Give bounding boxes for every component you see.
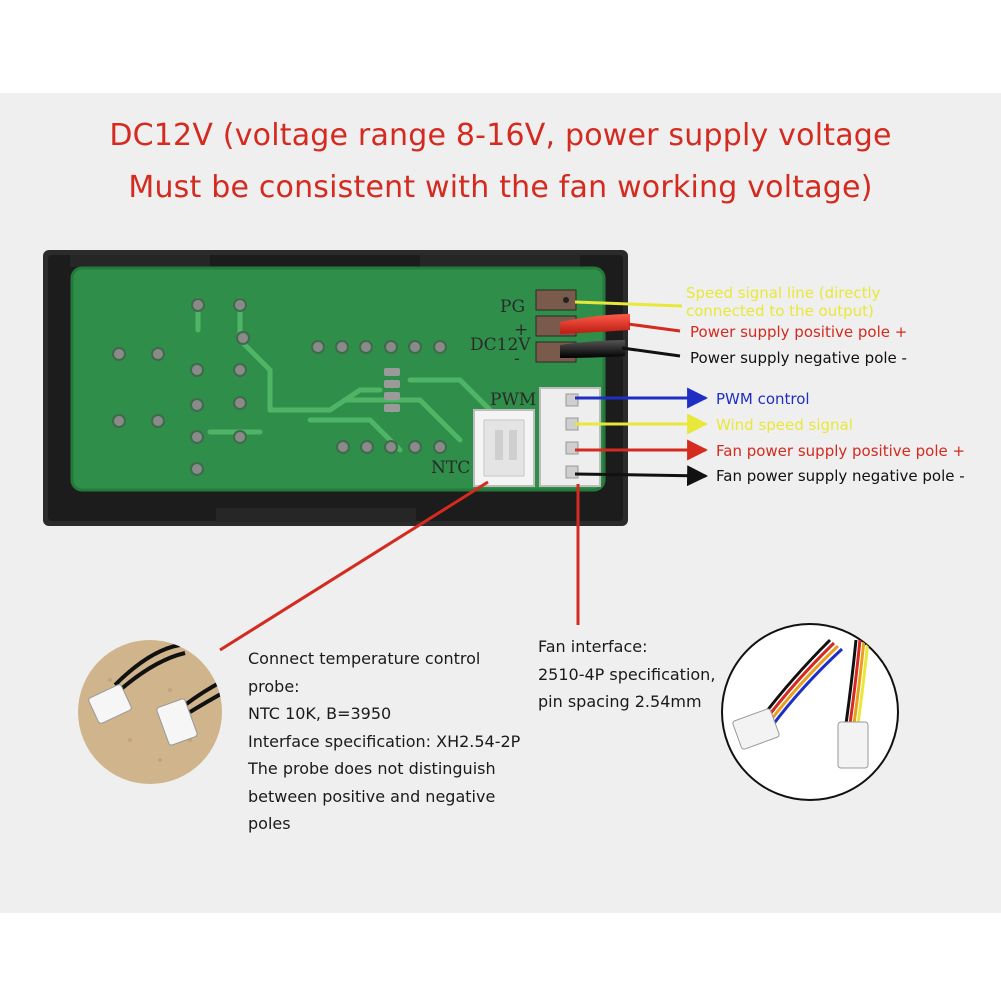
- silk-minus: -: [514, 349, 520, 369]
- title-line-2: Must be consistent with the fan working …: [128, 170, 873, 205]
- speed-signal-label-1: Speed signal line (directly: [686, 284, 881, 302]
- power-negative-leader: [621, 346, 681, 358]
- red-power-wire: [560, 314, 630, 334]
- ntc-note: Connect temperature control probe: NTC 1…: [248, 645, 520, 838]
- ntc-note-line: probe:: [248, 676, 300, 696]
- ntc-note-line: Connect temperature control: [248, 649, 481, 668]
- silk-pg: PG: [500, 297, 525, 317]
- ntc-leader: [219, 480, 489, 652]
- fan-negative-label: Fan power supply negative pole -: [716, 467, 965, 485]
- fan-note: Fan interface: 2510-4P specification, pi…: [538, 633, 715, 716]
- pwm-control-label: PWM control: [716, 390, 810, 408]
- ntc-note-line: Interface specification: XH2.54-2P: [248, 731, 521, 751]
- fan-note-line: Fan interface:: [538, 637, 648, 656]
- ntc-note-line: The probe does not distinguish: [248, 759, 496, 778]
- ntc-connector: [473, 409, 535, 487]
- silk-plus: +: [514, 320, 528, 340]
- speed-signal-label-2: connected to the output): [686, 302, 874, 320]
- silk-dc12v: DC12V: [470, 335, 531, 355]
- ntc-note-line: between positive and negative: [248, 786, 496, 806]
- power-positive-leader: [627, 322, 681, 333]
- wind-speed-label: Wind speed signal: [716, 416, 853, 434]
- fan-positive-label: Fan power supply positive pole +: [716, 442, 966, 460]
- silk-pwm: PWM: [490, 390, 536, 410]
- fan-plug-photo: [721, 623, 899, 801]
- fan-connector: [539, 387, 601, 487]
- power-negative-label: Power supply negative pole -: [690, 349, 907, 367]
- silk-ntc: NTC: [431, 458, 470, 478]
- power-positive-label: Power supply positive pole +: [690, 323, 908, 341]
- pcb-board: PG + DC12V - PWM NTC: [70, 266, 606, 492]
- fan-negative-arrow: [574, 465, 709, 487]
- speed-signal-leader: [574, 300, 683, 308]
- ntc-probe-photo: [78, 640, 222, 784]
- title-line-1: DC12V (voltage range 8-16V, power supply…: [109, 118, 892, 153]
- black-power-wire: [560, 340, 625, 358]
- fan-note-line: pin spacing 2.54mm: [538, 692, 702, 711]
- fan-note-line: 2510-4P specification,: [538, 664, 716, 684]
- ntc-note-line: NTC 10K, B=3950: [248, 704, 392, 723]
- ntc-note-line: poles: [248, 814, 291, 833]
